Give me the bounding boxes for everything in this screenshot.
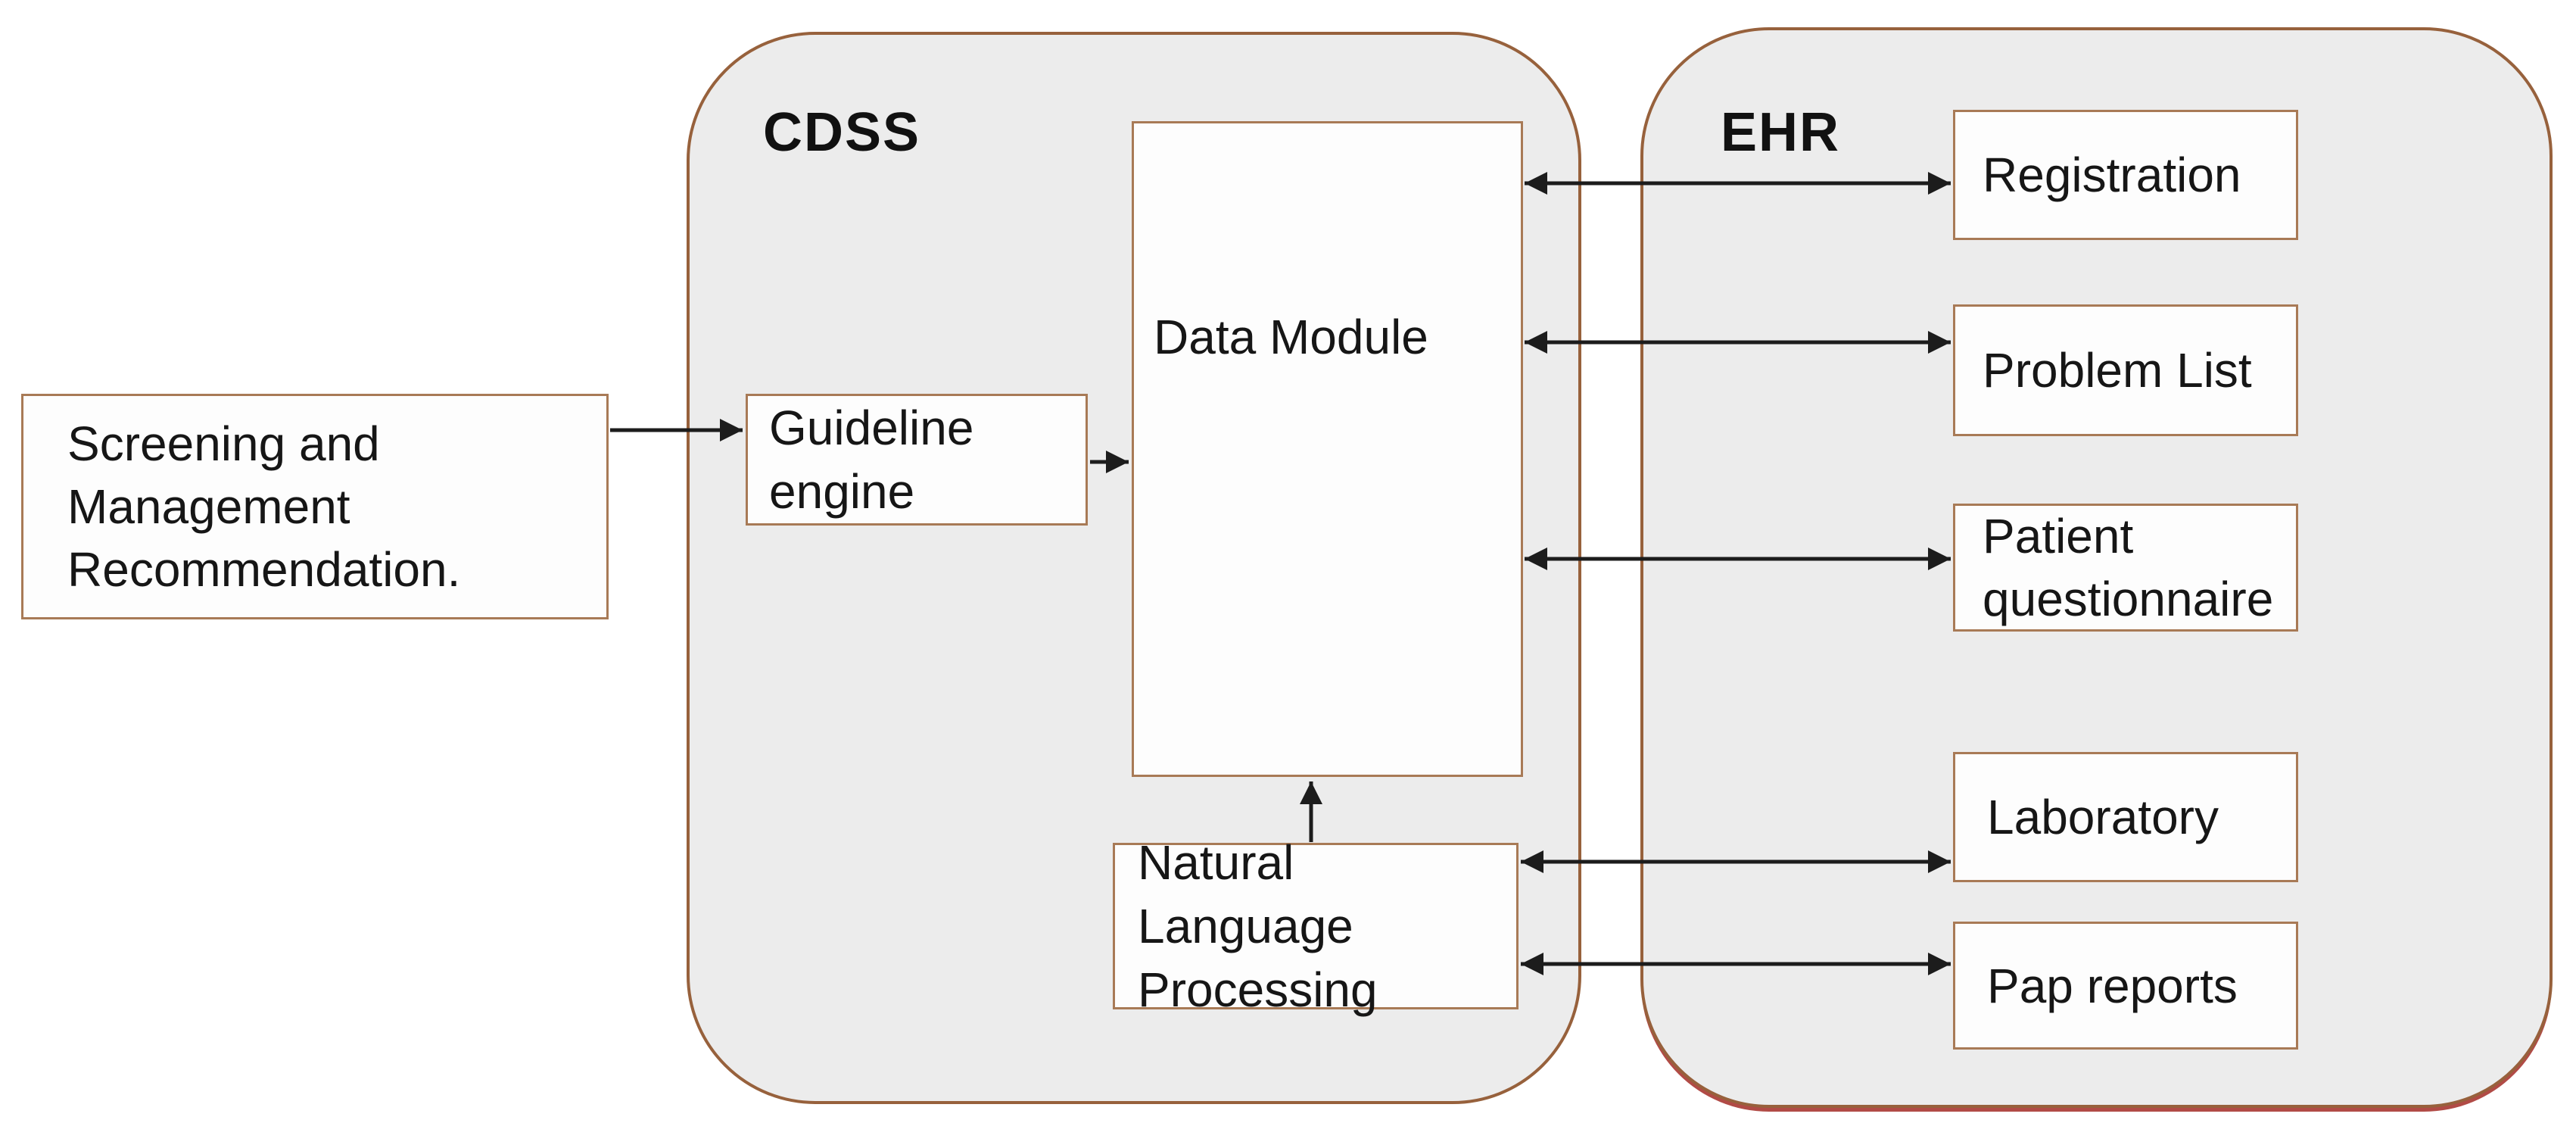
ehr-module-patient-questionnaire: Patient questionnaire — [1953, 504, 2298, 632]
data-module-box: Data Module — [1132, 121, 1523, 777]
patient-questionnaire-label: Patient questionnaire — [1983, 508, 2274, 626]
cdss-title: CDSS — [763, 102, 921, 163]
nlp-box: Natural Language Processing — [1113, 835, 1519, 1017]
screening-line-2: Management — [67, 479, 350, 534]
ehr-title: EHR — [1721, 102, 1841, 163]
ehr-module-pap-reports: Pap reports — [1953, 922, 2298, 1050]
nlp-line-1: Natural Language — [1138, 835, 1353, 953]
pap-reports-label: Pap reports — [1987, 958, 2238, 1013]
ehr-module-laboratory: Laboratory — [1953, 752, 2298, 882]
screening-line-3: Recommendation. — [67, 541, 461, 597]
guideline-line-1: Guideline — [769, 401, 974, 455]
ehr-module-registration: Registration — [1953, 110, 2298, 240]
screening-line-1: Screening and — [67, 416, 380, 471]
ehr-module-problem-list: Problem List — [1953, 304, 2298, 436]
registration-label: Registration — [1983, 148, 2241, 202]
data-module-label: Data Module — [1154, 310, 1428, 364]
screening-recommendation-box: Screening and Management Recommendation. — [21, 394, 609, 619]
guideline-line-2: engine — [769, 464, 915, 519]
problem-list-label: Problem List — [1983, 343, 2252, 398]
laboratory-label: Laboratory — [1987, 790, 2219, 844]
guideline-engine-box: Guideline engine — [746, 394, 1088, 526]
nlp-line-2: Processing — [1138, 962, 1378, 1017]
